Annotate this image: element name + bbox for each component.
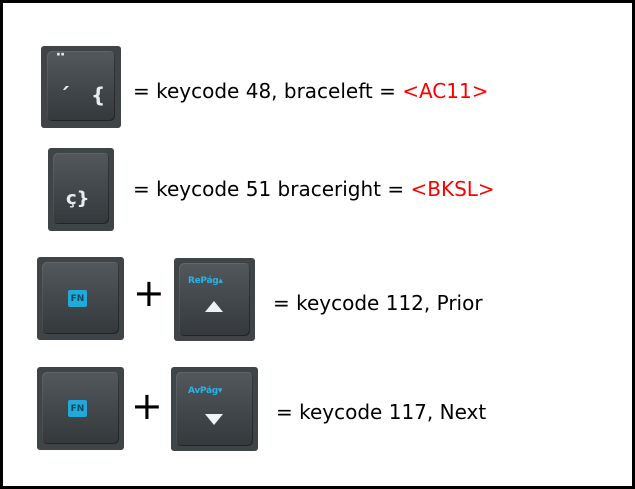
row-3-description: = keycode 112, Prior	[273, 291, 483, 315]
fn-badge-prior: FN	[68, 290, 87, 307]
row-4-text: = keycode 117, Next	[276, 400, 487, 424]
plus-sign-next: +	[131, 384, 163, 428]
fn-key-prior: FN	[37, 257, 124, 340]
fn-badge-next: FN	[68, 400, 87, 417]
row-1-description: = keycode 48, braceleft = <AC11>	[133, 79, 488, 103]
braceright-key: ç}	[48, 148, 114, 231]
row-3-text: = keycode 112, Prior	[273, 291, 483, 315]
row-1-code: <AC11>	[402, 79, 489, 103]
brace-left-glyph: {	[91, 83, 106, 107]
arrow-down-icon	[205, 414, 223, 425]
row-2-text: = keycode 51 braceright =	[133, 177, 411, 201]
row-1-text: = keycode 48, braceleft =	[133, 79, 403, 103]
arrow-up-icon	[205, 301, 223, 312]
row-2-description: = keycode 51 braceright = <BKSL>	[133, 177, 495, 201]
braceleft-key: ¨ ´ {	[41, 46, 121, 128]
row-4-description: = keycode 117, Next	[276, 400, 486, 424]
repag-label: RePág▴	[188, 276, 223, 286]
page-down-key: AvPág▾	[171, 367, 258, 451]
avpag-label: AvPág▾	[188, 386, 223, 396]
fn-key-next: FN	[37, 367, 124, 450]
row-2-code: <BKSL>	[410, 177, 495, 201]
acute-glyph: ´	[59, 85, 70, 110]
plus-sign-prior: +	[133, 271, 165, 315]
page-up-key: RePág▴	[174, 258, 255, 341]
diaeresis-glyph: ¨	[55, 51, 66, 76]
cedilla-brace-glyph: ç}	[66, 188, 90, 209]
